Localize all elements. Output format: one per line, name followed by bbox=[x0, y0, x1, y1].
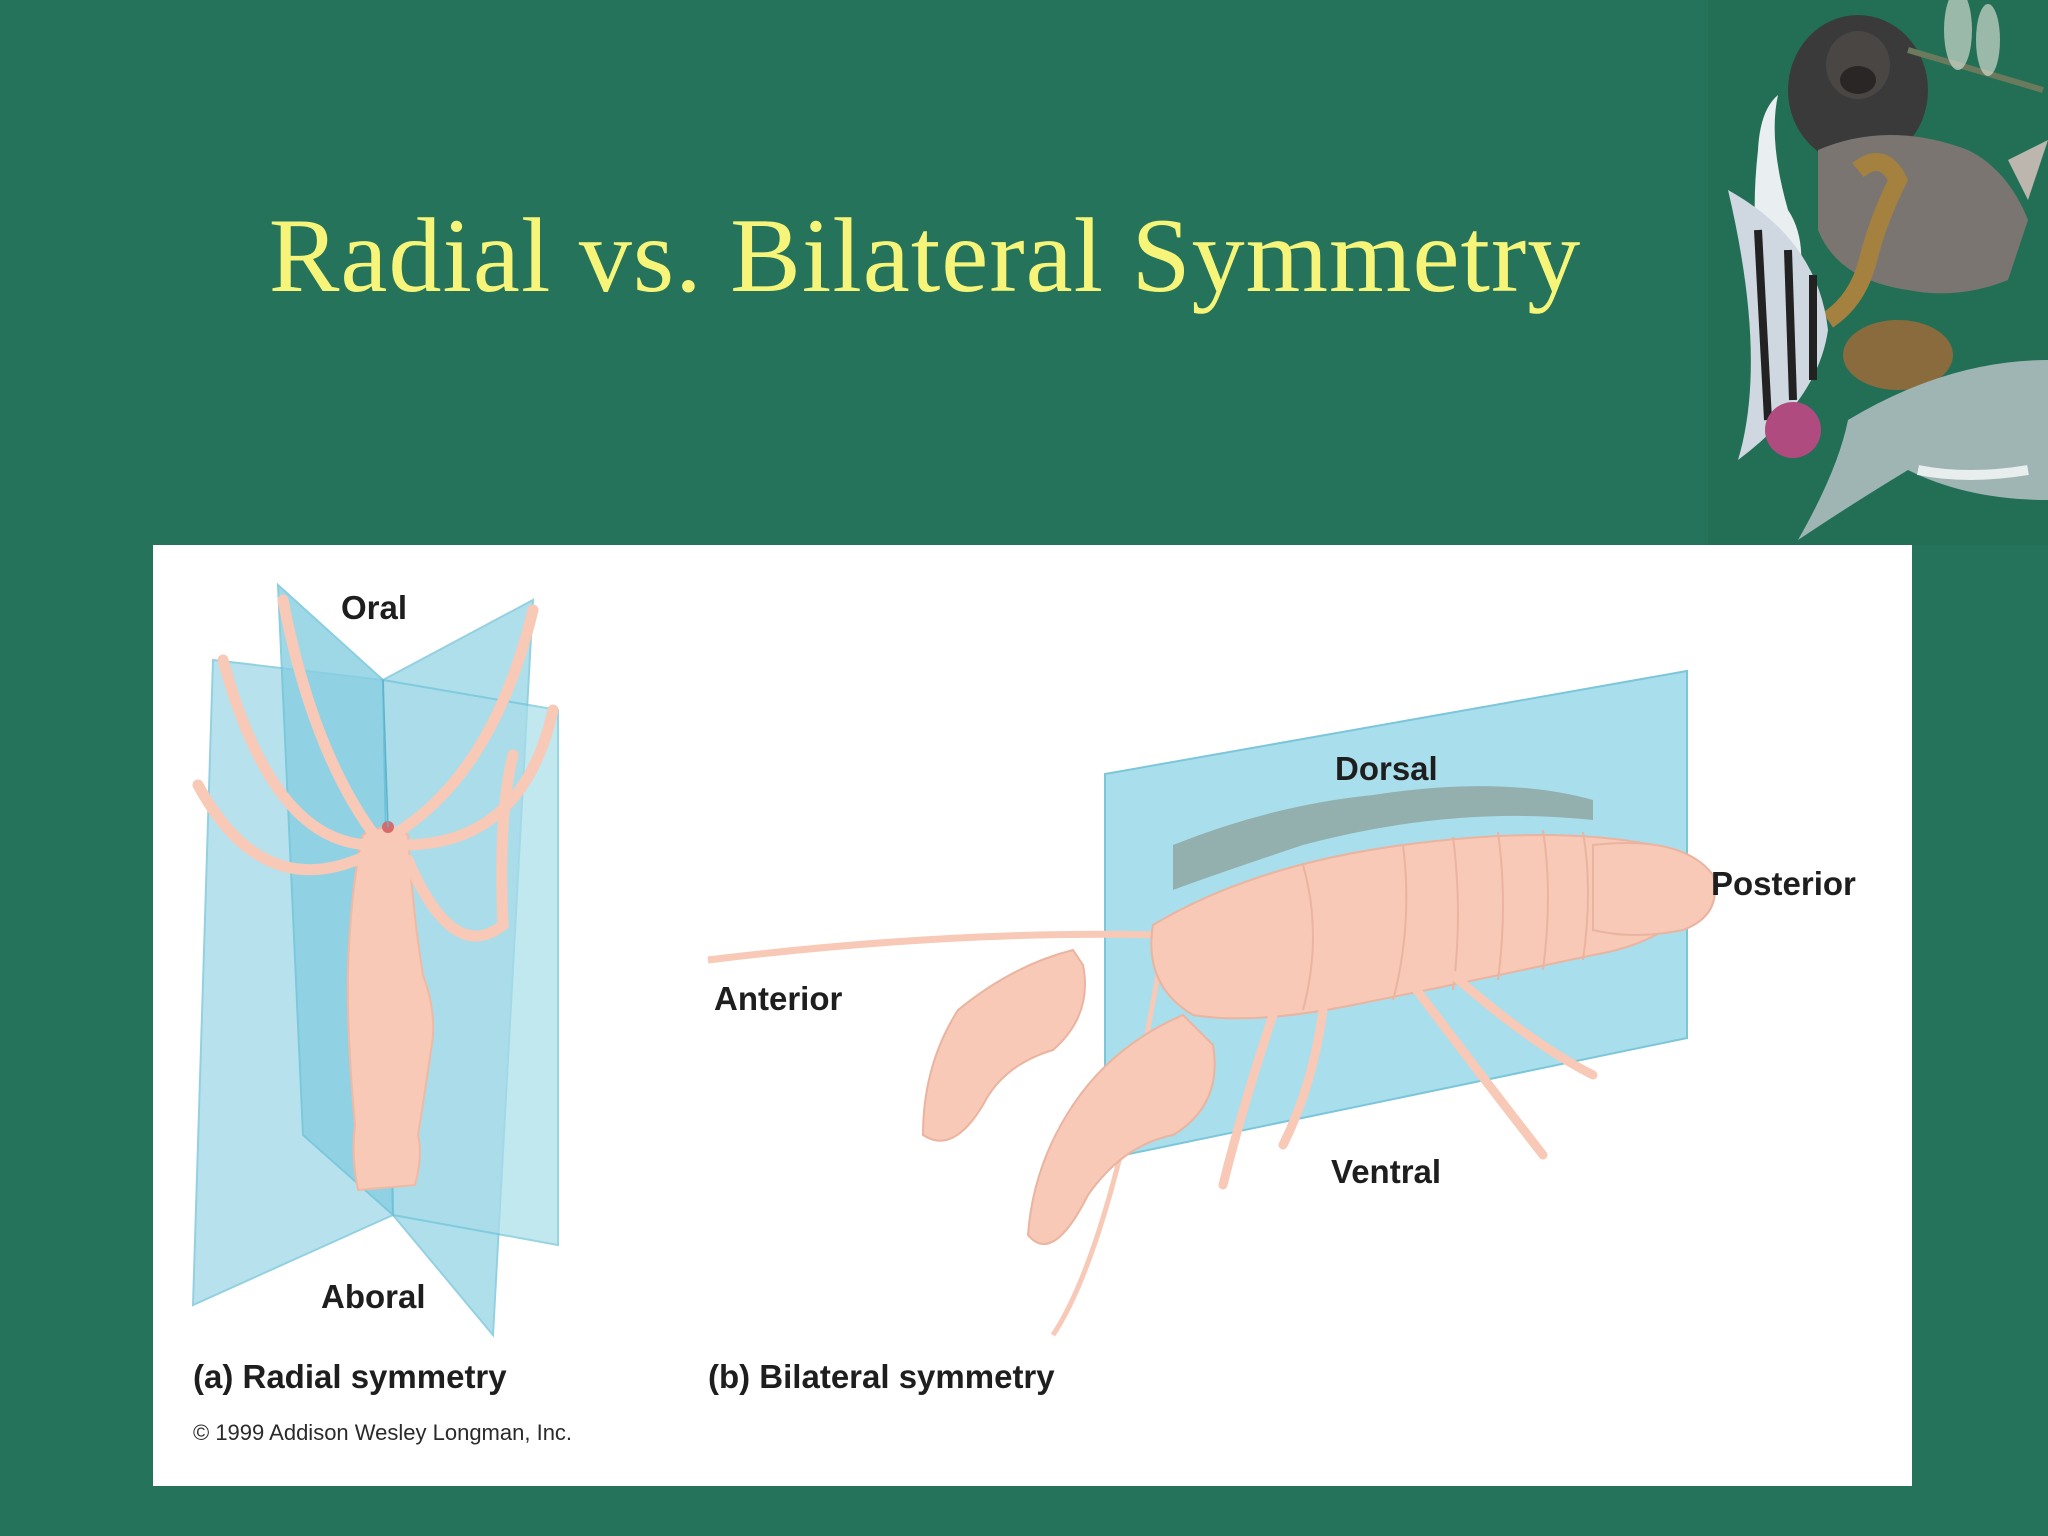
animal-collage-illustration bbox=[1728, 0, 2048, 540]
bilateral-symmetry-figure bbox=[707, 669, 1716, 1337]
oral-label: Oral bbox=[341, 589, 408, 626]
radial-caption: (a) Radial symmetry bbox=[193, 1358, 507, 1395]
symmetry-figure-panel: Oral Aboral (a) Radial symmetry © 1999 A… bbox=[153, 545, 1912, 1486]
copyright-notice: © 1999 Addison Wesley Longman, Inc. bbox=[193, 1420, 573, 1445]
aboral-label: Aboral bbox=[321, 1278, 426, 1315]
bilateral-caption: (b) Bilateral symmetry bbox=[708, 1358, 1055, 1395]
radial-symmetry-figure bbox=[191, 582, 559, 1338]
anterior-label: Anterior bbox=[714, 980, 843, 1017]
animal-collage-image bbox=[1708, 0, 2048, 545]
symmetry-diagram bbox=[191, 582, 1716, 1338]
slide-title: Radial vs. Bilateral Symmetry bbox=[268, 197, 1582, 314]
dorsal-label: Dorsal bbox=[1335, 750, 1438, 787]
ventral-label: Ventral bbox=[1331, 1153, 1442, 1190]
posterior-label: Posterior bbox=[1711, 865, 1856, 902]
